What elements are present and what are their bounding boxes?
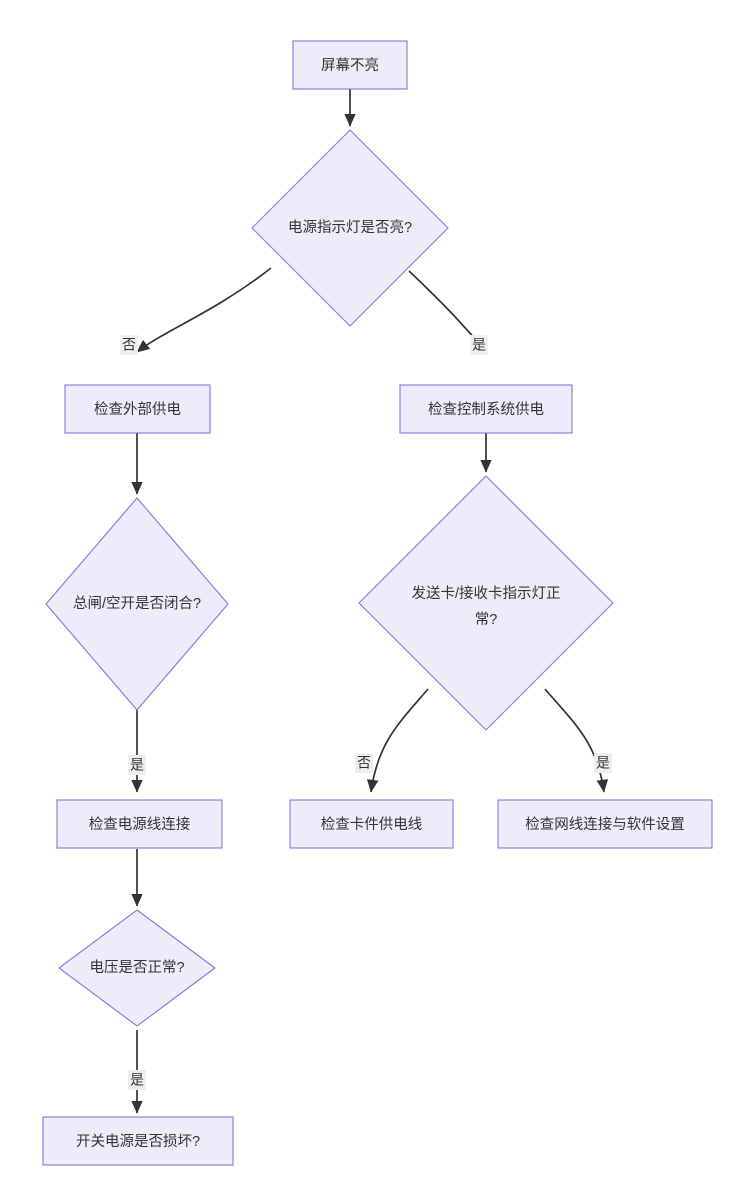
node-shape-rect[interactable] <box>42 1116 234 1166</box>
edge-n6-n8 <box>366 688 429 793</box>
node-label: 检查控制系统供电 <box>428 401 544 418</box>
node-screen-not-lit[interactable]: 屏幕不亮 <box>292 40 408 90</box>
node-label: 电源指示灯是否亮? <box>288 219 412 236</box>
edge-label-group: 否 是 是 否 是 是 <box>120 335 612 1090</box>
node-shape-rect[interactable] <box>292 40 408 90</box>
node-main-breaker-question[interactable]: 总闸/空开是否闭合? <box>45 497 229 711</box>
node-label: 检查外部供电 <box>94 401 181 418</box>
edge-label-text: 否 <box>122 337 136 353</box>
node-shape-diamond[interactable] <box>45 497 229 711</box>
node-shape-diamond[interactable] <box>251 129 449 327</box>
node-label: 检查卡件供电线 <box>321 816 423 833</box>
node-check-control-system-power[interactable]: 检查控制系统供电 <box>399 384 573 434</box>
edge-label-bg <box>128 1070 146 1090</box>
node-label: 检查网线连接与软件设置 <box>525 816 685 833</box>
edge-label-text: 是 <box>472 337 486 353</box>
edge-label-text: 是 <box>130 757 144 773</box>
edge-label-n6-n9: 是 <box>594 753 612 773</box>
node-shape-rect[interactable] <box>497 799 713 849</box>
node-sender-receiver-card-question[interactable]: 发送卡/接收卡指示灯正 常? <box>358 475 614 731</box>
edge-group <box>131 89 609 1114</box>
node-label: 发送卡/接收卡指示灯正 <box>411 585 560 602</box>
node-power-indicator-question[interactable]: 电源指示灯是否亮? <box>251 129 449 327</box>
edge-label-n5-n7: 是 <box>128 755 146 775</box>
node-label-line2: 常? <box>475 611 498 628</box>
node-shape-rect[interactable] <box>289 799 454 849</box>
node-label: 屏幕不亮 <box>321 57 379 74</box>
node-label: 总闸/空开是否闭合? <box>73 595 201 612</box>
node-shape-rect[interactable] <box>64 384 211 434</box>
node-check-power-cable[interactable]: 检查电源线连接 <box>56 799 223 849</box>
node-label: 电压是否正常? <box>89 959 184 976</box>
node-shape-rect[interactable] <box>56 799 223 849</box>
node-label: 开关电源是否损坏? <box>76 1133 200 1150</box>
node-check-network-and-software[interactable]: 检查网线连接与软件设置 <box>497 799 713 849</box>
edge-label-n10-n11: 是 <box>128 1070 146 1090</box>
edge-label-bg <box>355 753 373 773</box>
node-check-card-power-line[interactable]: 检查卡件供电线 <box>289 799 454 849</box>
edge-label-n6-n8: 否 <box>355 753 373 773</box>
node-label: 检查电源线连接 <box>89 816 191 833</box>
node-shape-diamond[interactable] <box>358 475 614 731</box>
node-shape-diamond[interactable] <box>58 909 216 1027</box>
edge-label-n2-n4: 是 <box>470 335 488 355</box>
edge-n2-n3 <box>136 267 272 353</box>
edge-label-text: 否 <box>357 755 371 771</box>
node-shape-rect[interactable] <box>399 384 573 434</box>
edge-label-n2-n3: 否 <box>120 335 138 355</box>
edge-label-bg <box>120 335 138 355</box>
node-switching-power-damaged-question[interactable]: 开关电源是否损坏? <box>42 1116 234 1166</box>
edge-label-bg <box>594 753 612 773</box>
edge-n6-n9 <box>544 688 609 793</box>
edge-label-text: 是 <box>596 755 610 771</box>
edge-label-bg <box>128 755 146 775</box>
node-voltage-normal-question[interactable]: 电压是否正常? <box>58 909 216 1027</box>
edge-label-bg <box>470 335 488 355</box>
edge-label-text: 是 <box>130 1072 144 1088</box>
node-check-external-power[interactable]: 检查外部供电 <box>64 384 211 434</box>
